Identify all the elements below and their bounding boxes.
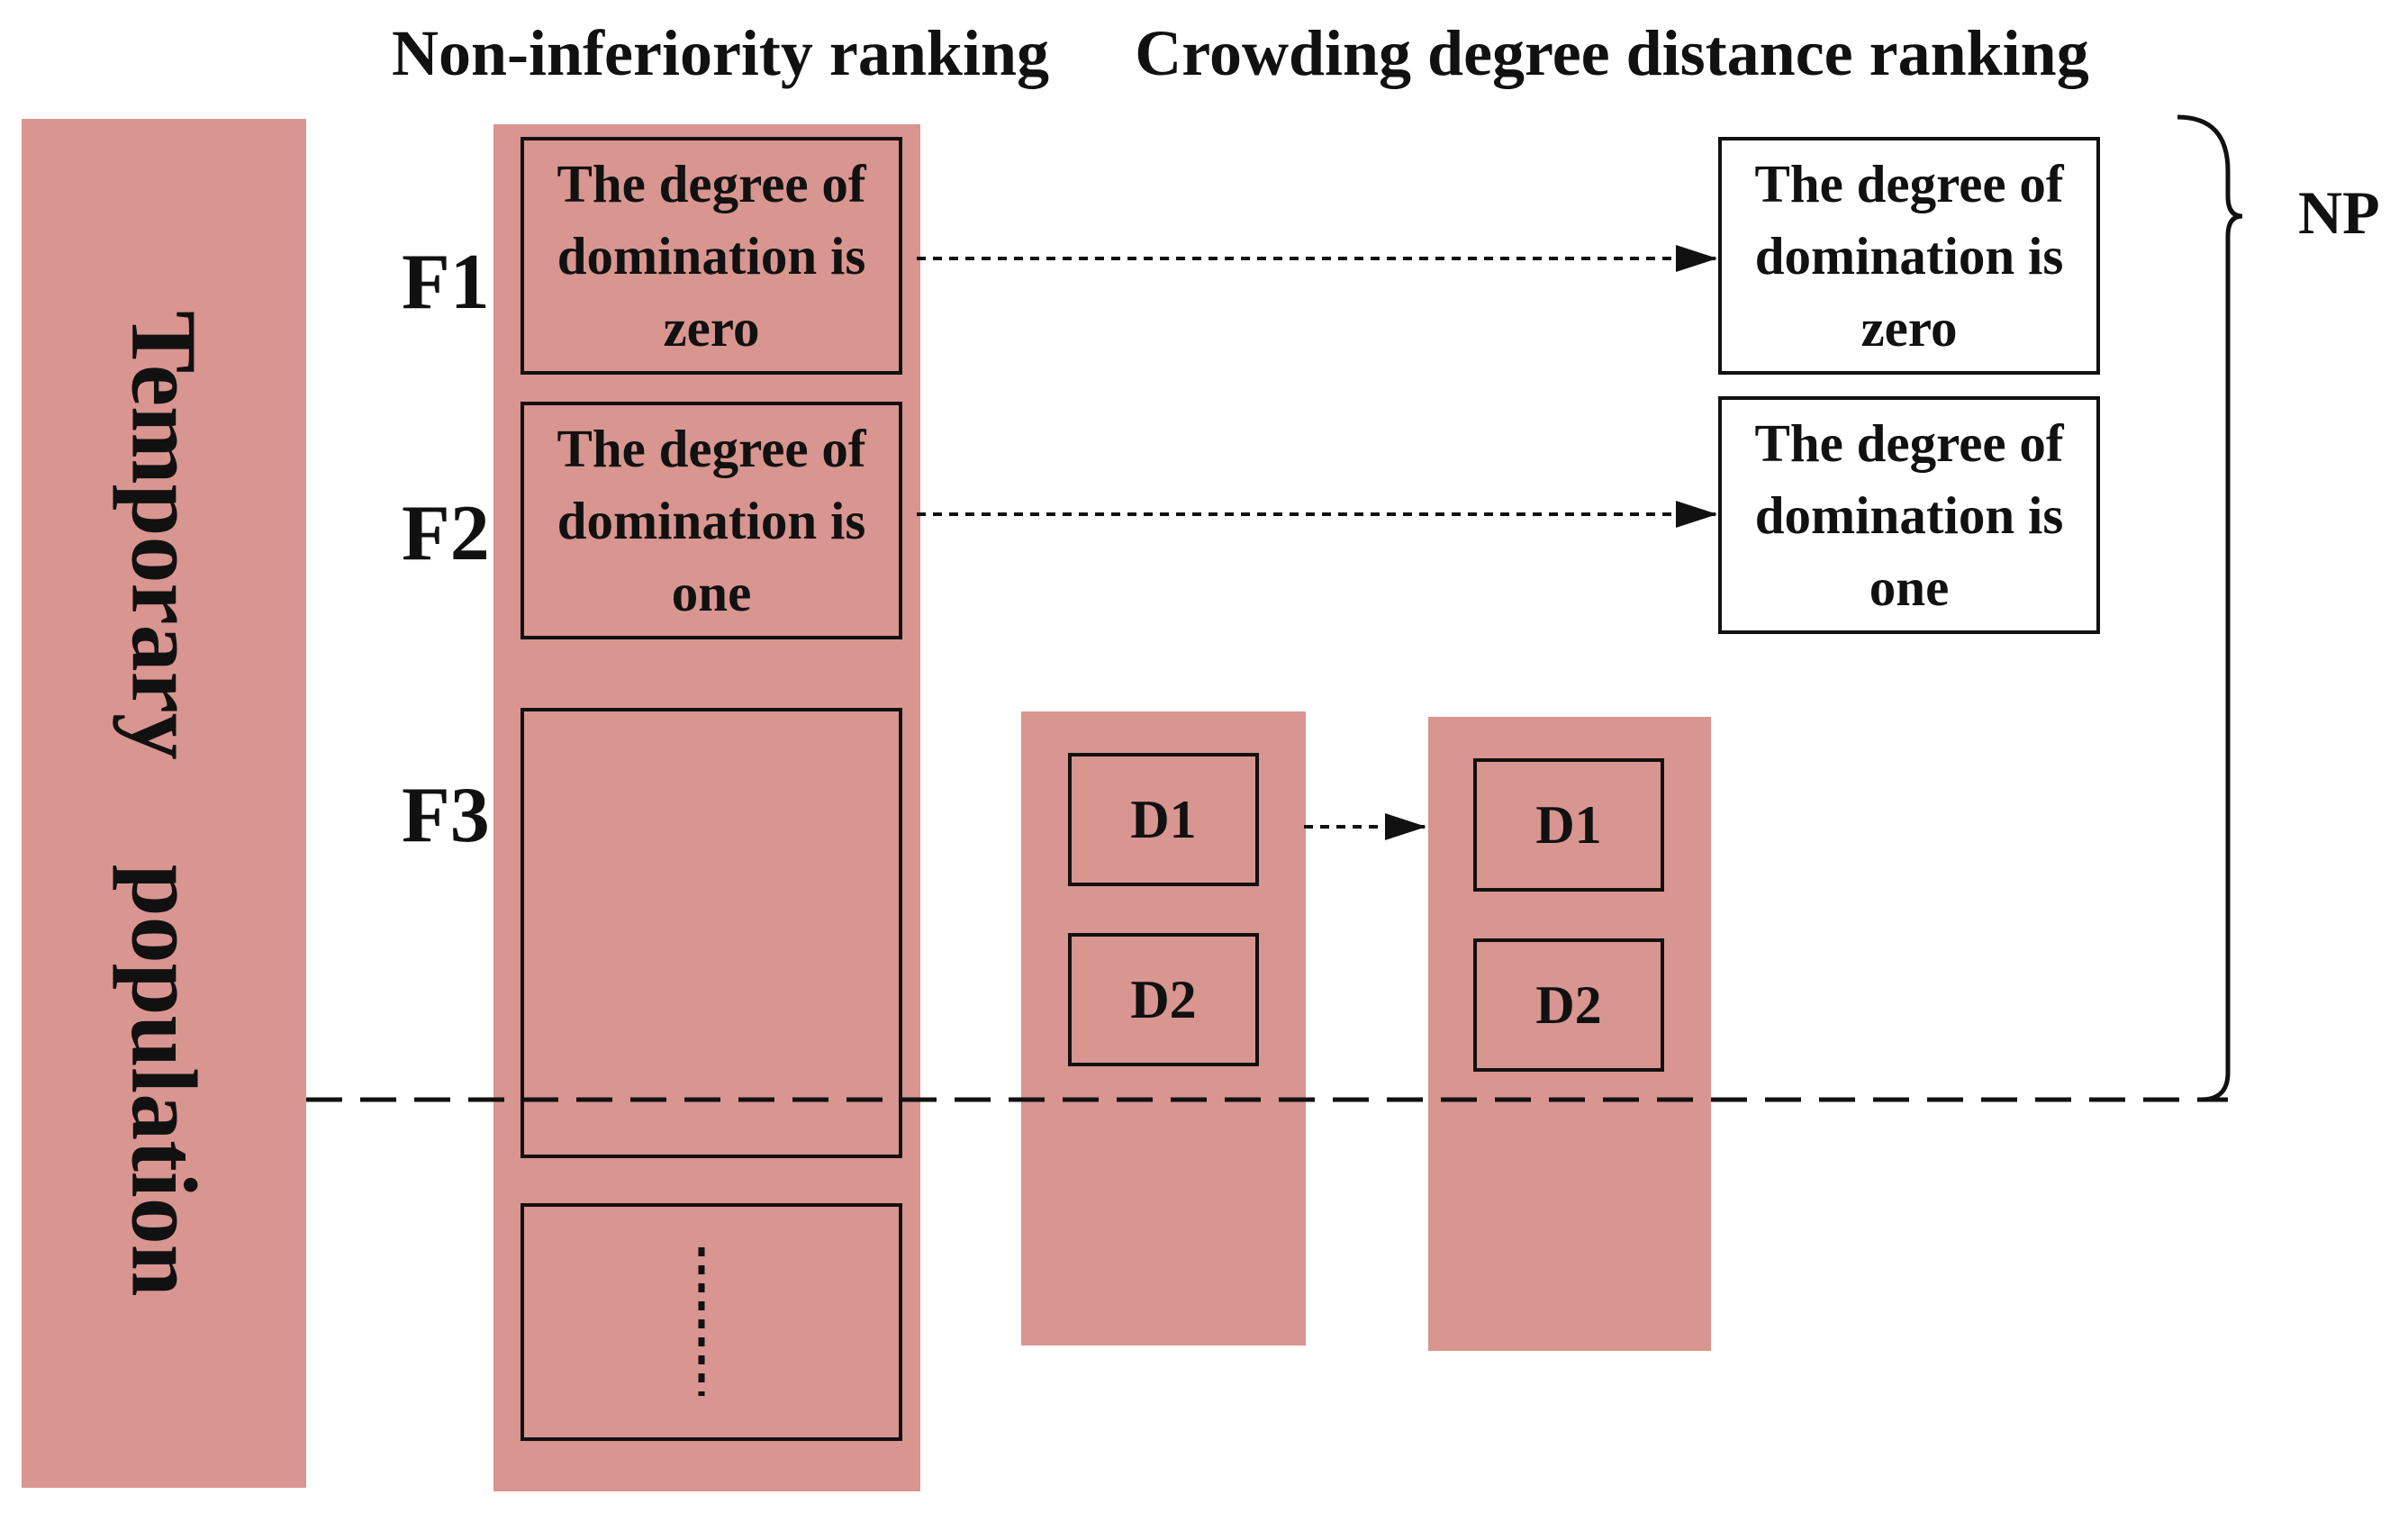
front-f1-text: The degree of domination is zero: [557, 154, 866, 358]
crowding-before-d1-box: D1: [1068, 753, 1259, 886]
crowding-after-d2-box: D2: [1473, 938, 1664, 1072]
crowding-before-d2-label: D2: [1130, 969, 1197, 1029]
front-f2-box: The degree of domination is one: [521, 402, 902, 639]
crowding-after-d2-label: D2: [1535, 974, 1602, 1035]
crowding-before-d2-box: D2: [1068, 933, 1259, 1066]
front-label-f1: F1: [402, 239, 490, 326]
front-label-f2: F2: [402, 490, 490, 577]
front-f3-box: [521, 708, 902, 1158]
header-non-inferiority-ranking: Non-inferiority ranking: [392, 17, 1049, 89]
crowding-after-d1-box: D1: [1473, 758, 1664, 892]
np-label: NP: [2298, 178, 2380, 247]
np-brace: [2177, 114, 2243, 1102]
output-box-degree-zero: The degree of domination is zero: [1718, 137, 2100, 375]
temporary-population-block: Temporary population: [22, 119, 306, 1488]
output-text-degree-one: The degree of domination is one: [1754, 413, 2064, 617]
crowding-after-d1-label: D1: [1535, 794, 1602, 855]
header-crowding-distance-ranking: Crowding degree distance ranking: [1135, 17, 2089, 89]
front-label-f3: F3: [402, 772, 490, 859]
output-text-degree-zero: The degree of domination is zero: [1754, 154, 2064, 358]
output-box-degree-one: The degree of domination is one: [1718, 396, 2100, 634]
front-f1-box: The degree of domination is zero: [521, 137, 902, 375]
front-f2-text: The degree of domination is one: [557, 419, 866, 622]
remaining-fronts-box: [521, 1203, 902, 1441]
non-inferiority-column: [493, 124, 920, 1491]
crowding-before-d1-label: D1: [1130, 789, 1197, 849]
temporary-population-label: Temporary population: [112, 310, 216, 1297]
